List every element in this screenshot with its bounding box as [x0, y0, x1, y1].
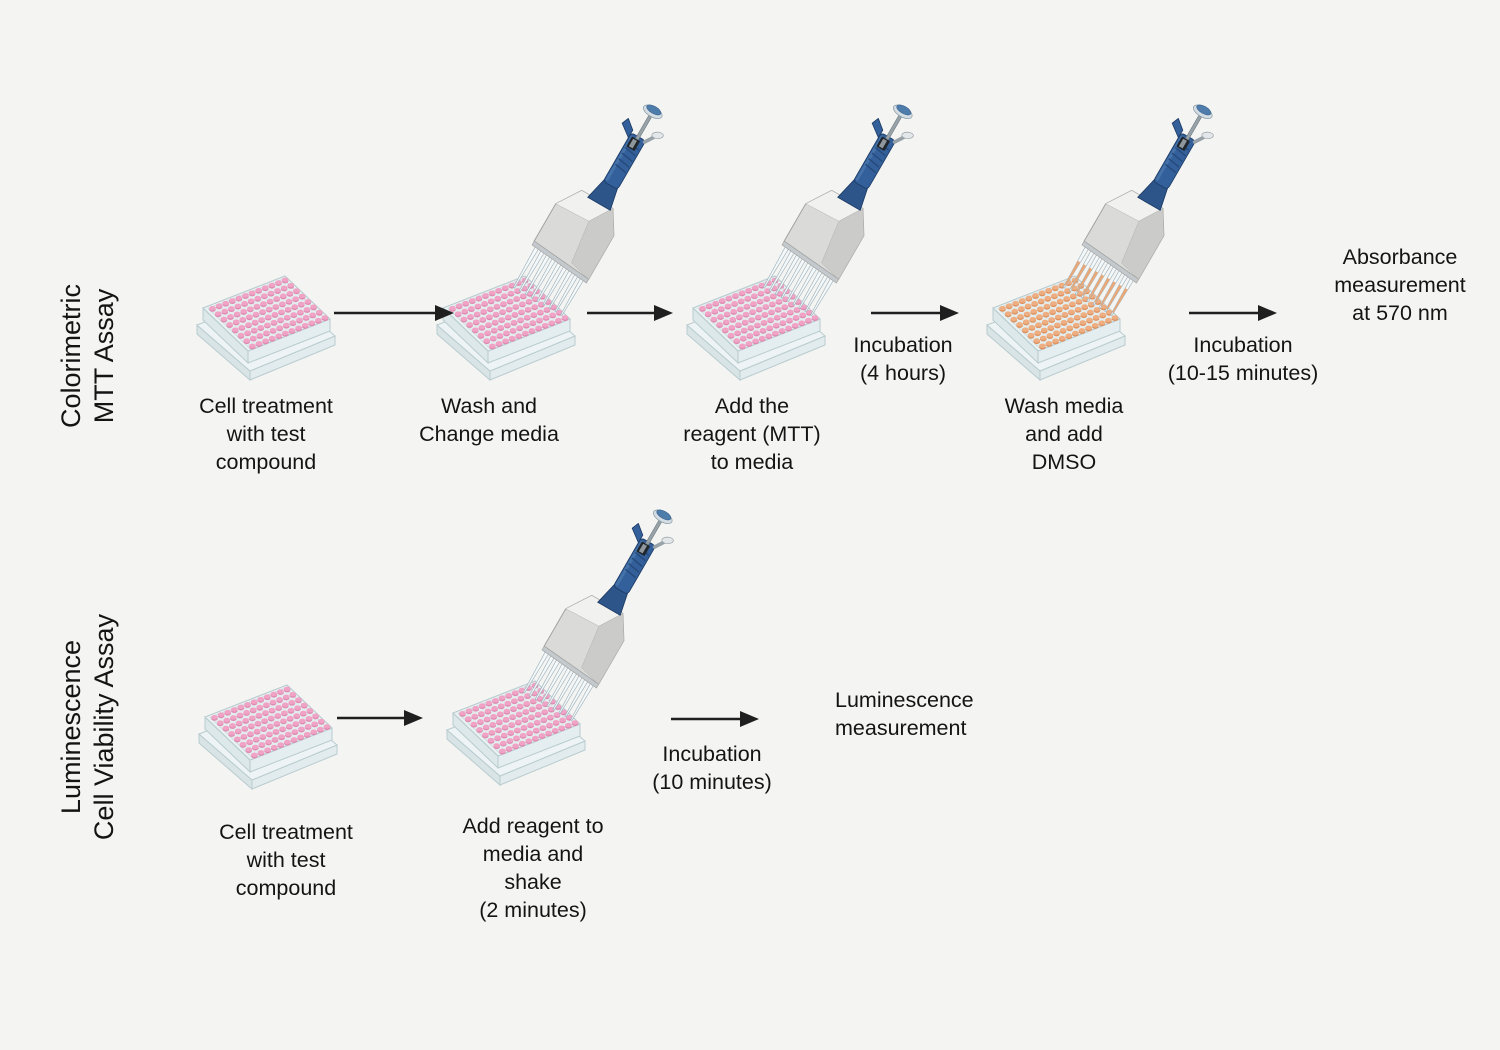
step-caption-add-mtt: Add the reagent (MTT) to media — [683, 394, 821, 474]
step-caption-add-reagent-shake: Add reagent to media and shake (2 minute… — [462, 814, 604, 922]
multichannel-pipette-plate-icon — [445, 488, 705, 808]
flow-arrow-icon — [333, 300, 455, 326]
multichannel-pipette-plate-icon — [435, 83, 695, 403]
well-plate-pink-icon — [197, 683, 339, 803]
arrow-label-incubation-4h: Incubation (4 hours) — [853, 333, 953, 385]
step-caption-cell-treatment: Cell treatment with test compound — [199, 394, 333, 474]
result-label-luminescence: Luminescence measurement — [835, 688, 974, 740]
step-caption-wash-change-media: Wash and Change media — [419, 394, 559, 446]
well-plate-pink-icon — [195, 274, 337, 394]
flow-arrow-icon — [1188, 300, 1278, 326]
flow-arrow-icon — [336, 705, 424, 731]
step-caption-wash-add-dmso: Wash media and add DMSO — [1004, 394, 1124, 474]
flow-arrow-icon — [670, 706, 760, 732]
result-label-absorbance: Absorbance measurement at 570 nm — [1334, 245, 1466, 325]
assay-row-label-luminescence: Luminescence Cell Viability Assay — [56, 613, 119, 841]
multichannel-pipette-plate-icon — [685, 83, 945, 403]
flow-arrow-icon — [586, 300, 674, 326]
assay-row-label-colorimetric: Colorimetric MTT Assay — [56, 283, 119, 429]
flow-arrow-icon — [870, 300, 960, 326]
multichannel-pipette-plate-orange-icon — [985, 83, 1245, 403]
arrow-label-incubation-10-15min: Incubation (10-15 minutes) — [1167, 333, 1319, 385]
arrow-label-incubation-10min: Incubation (10 minutes) — [652, 742, 772, 794]
step-caption-cell-treatment: Cell treatment with test compound — [219, 820, 353, 900]
